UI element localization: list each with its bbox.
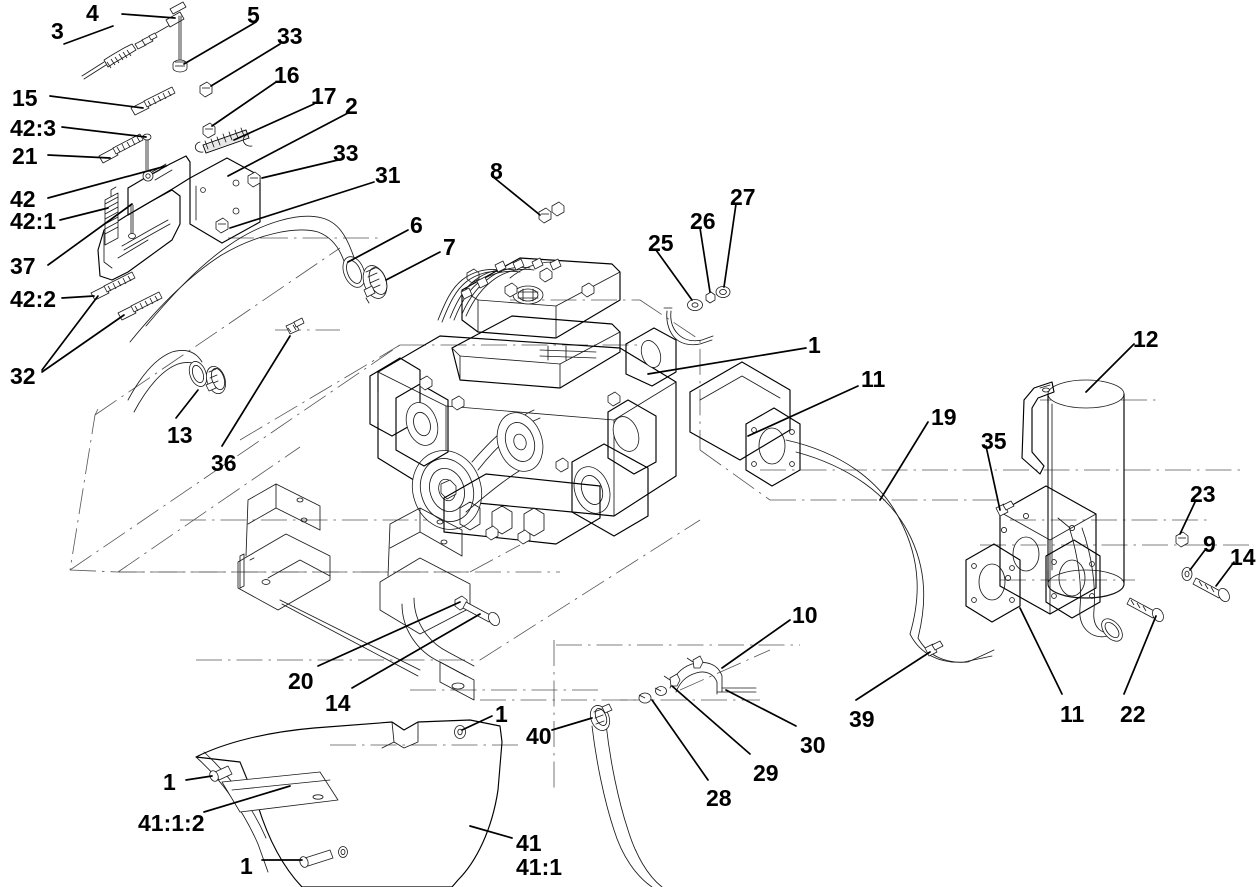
callout-6: 6 xyxy=(410,212,423,238)
callout-15: 15 xyxy=(12,85,38,111)
stud-22 xyxy=(1126,597,1164,623)
leader-lines xyxy=(41,13,1235,861)
callout-1: 1 xyxy=(808,332,821,358)
callout-41-1: 41:1 xyxy=(516,854,563,880)
callout-14: 14 xyxy=(1230,544,1256,570)
callout-29: 29 xyxy=(753,760,779,786)
callout-1: 1 xyxy=(240,853,253,879)
callout-26: 26 xyxy=(690,208,716,234)
callout-10: 10 xyxy=(792,602,818,628)
callout-9: 9 xyxy=(1203,531,1216,557)
clamp-29 xyxy=(654,686,667,696)
callout-30: 30 xyxy=(800,732,826,758)
callout-31: 31 xyxy=(375,162,401,188)
callout-12: 12 xyxy=(1133,326,1159,352)
callout-42-3: 42:3 xyxy=(10,115,57,141)
callout-22: 22 xyxy=(1120,701,1146,727)
callout-23: 23 xyxy=(1190,481,1216,507)
callout-2: 2 xyxy=(345,93,358,119)
callout-20: 20 xyxy=(288,668,314,694)
radiator-hose-lower xyxy=(127,350,208,413)
exhaust-pipe-assembly xyxy=(689,361,1021,663)
radiator-hose-upper xyxy=(129,215,366,343)
callout-36: 36 xyxy=(211,450,237,476)
bolt-36 xyxy=(285,317,305,335)
callout-11: 11 xyxy=(1060,701,1085,727)
callout-11: 11 xyxy=(861,366,886,392)
callout-8: 8 xyxy=(490,158,503,184)
hardware-25-26-27 xyxy=(687,286,731,311)
callout-17: 17 xyxy=(311,83,337,109)
throttle-cable-assembly xyxy=(81,1,188,80)
callout-1: 1 xyxy=(163,769,176,795)
callout-37: 37 xyxy=(10,253,36,279)
callout-39: 39 xyxy=(849,706,875,732)
callout-33: 33 xyxy=(333,140,359,166)
throttle-control-group xyxy=(90,81,261,321)
callout-7: 7 xyxy=(443,234,456,260)
callout-21: 21 xyxy=(12,143,38,169)
breather-tube xyxy=(663,307,714,346)
callout-42-2: 42:2 xyxy=(10,286,57,312)
engine-assembly xyxy=(369,257,677,545)
callout-32: 32 xyxy=(10,363,36,389)
callout-13: 13 xyxy=(167,422,193,448)
fuel-hose-vertical xyxy=(591,723,663,887)
callout-42: 42 xyxy=(10,186,36,212)
clamp-40 xyxy=(589,703,613,731)
hose-clamp-13 xyxy=(205,365,226,395)
callout-42-1: 42:1 xyxy=(10,208,57,234)
fuel-line-assembly xyxy=(589,655,757,887)
clamp-28 xyxy=(638,692,652,704)
nut-23 xyxy=(1175,531,1189,548)
washer-9 xyxy=(1181,567,1193,581)
callout-25: 25 xyxy=(648,230,674,256)
callout-27: 27 xyxy=(730,184,756,210)
callout-33: 33 xyxy=(277,23,303,49)
callout-4: 4 xyxy=(86,0,99,26)
callout-28: 28 xyxy=(706,785,732,811)
bolt-14-right xyxy=(1192,577,1230,603)
callout-41: 41 xyxy=(516,830,542,856)
callout-40: 40 xyxy=(526,723,552,749)
callout-35: 35 xyxy=(981,428,1007,454)
muffler-assembly xyxy=(995,379,1230,642)
engine-mount-brackets xyxy=(237,483,500,701)
callout-3: 3 xyxy=(51,18,64,44)
callout-16: 16 xyxy=(274,62,300,88)
hardware-8 xyxy=(538,201,565,224)
callout-1: 1 xyxy=(495,701,508,727)
phantom-construction-lines xyxy=(69,237,1250,790)
callout-14: 14 xyxy=(325,690,351,716)
callout-19: 19 xyxy=(931,404,957,430)
callout-5: 5 xyxy=(247,2,260,28)
callout-41-1-2: 41:1:2 xyxy=(138,810,205,836)
hose-clamp-7 xyxy=(362,265,388,304)
